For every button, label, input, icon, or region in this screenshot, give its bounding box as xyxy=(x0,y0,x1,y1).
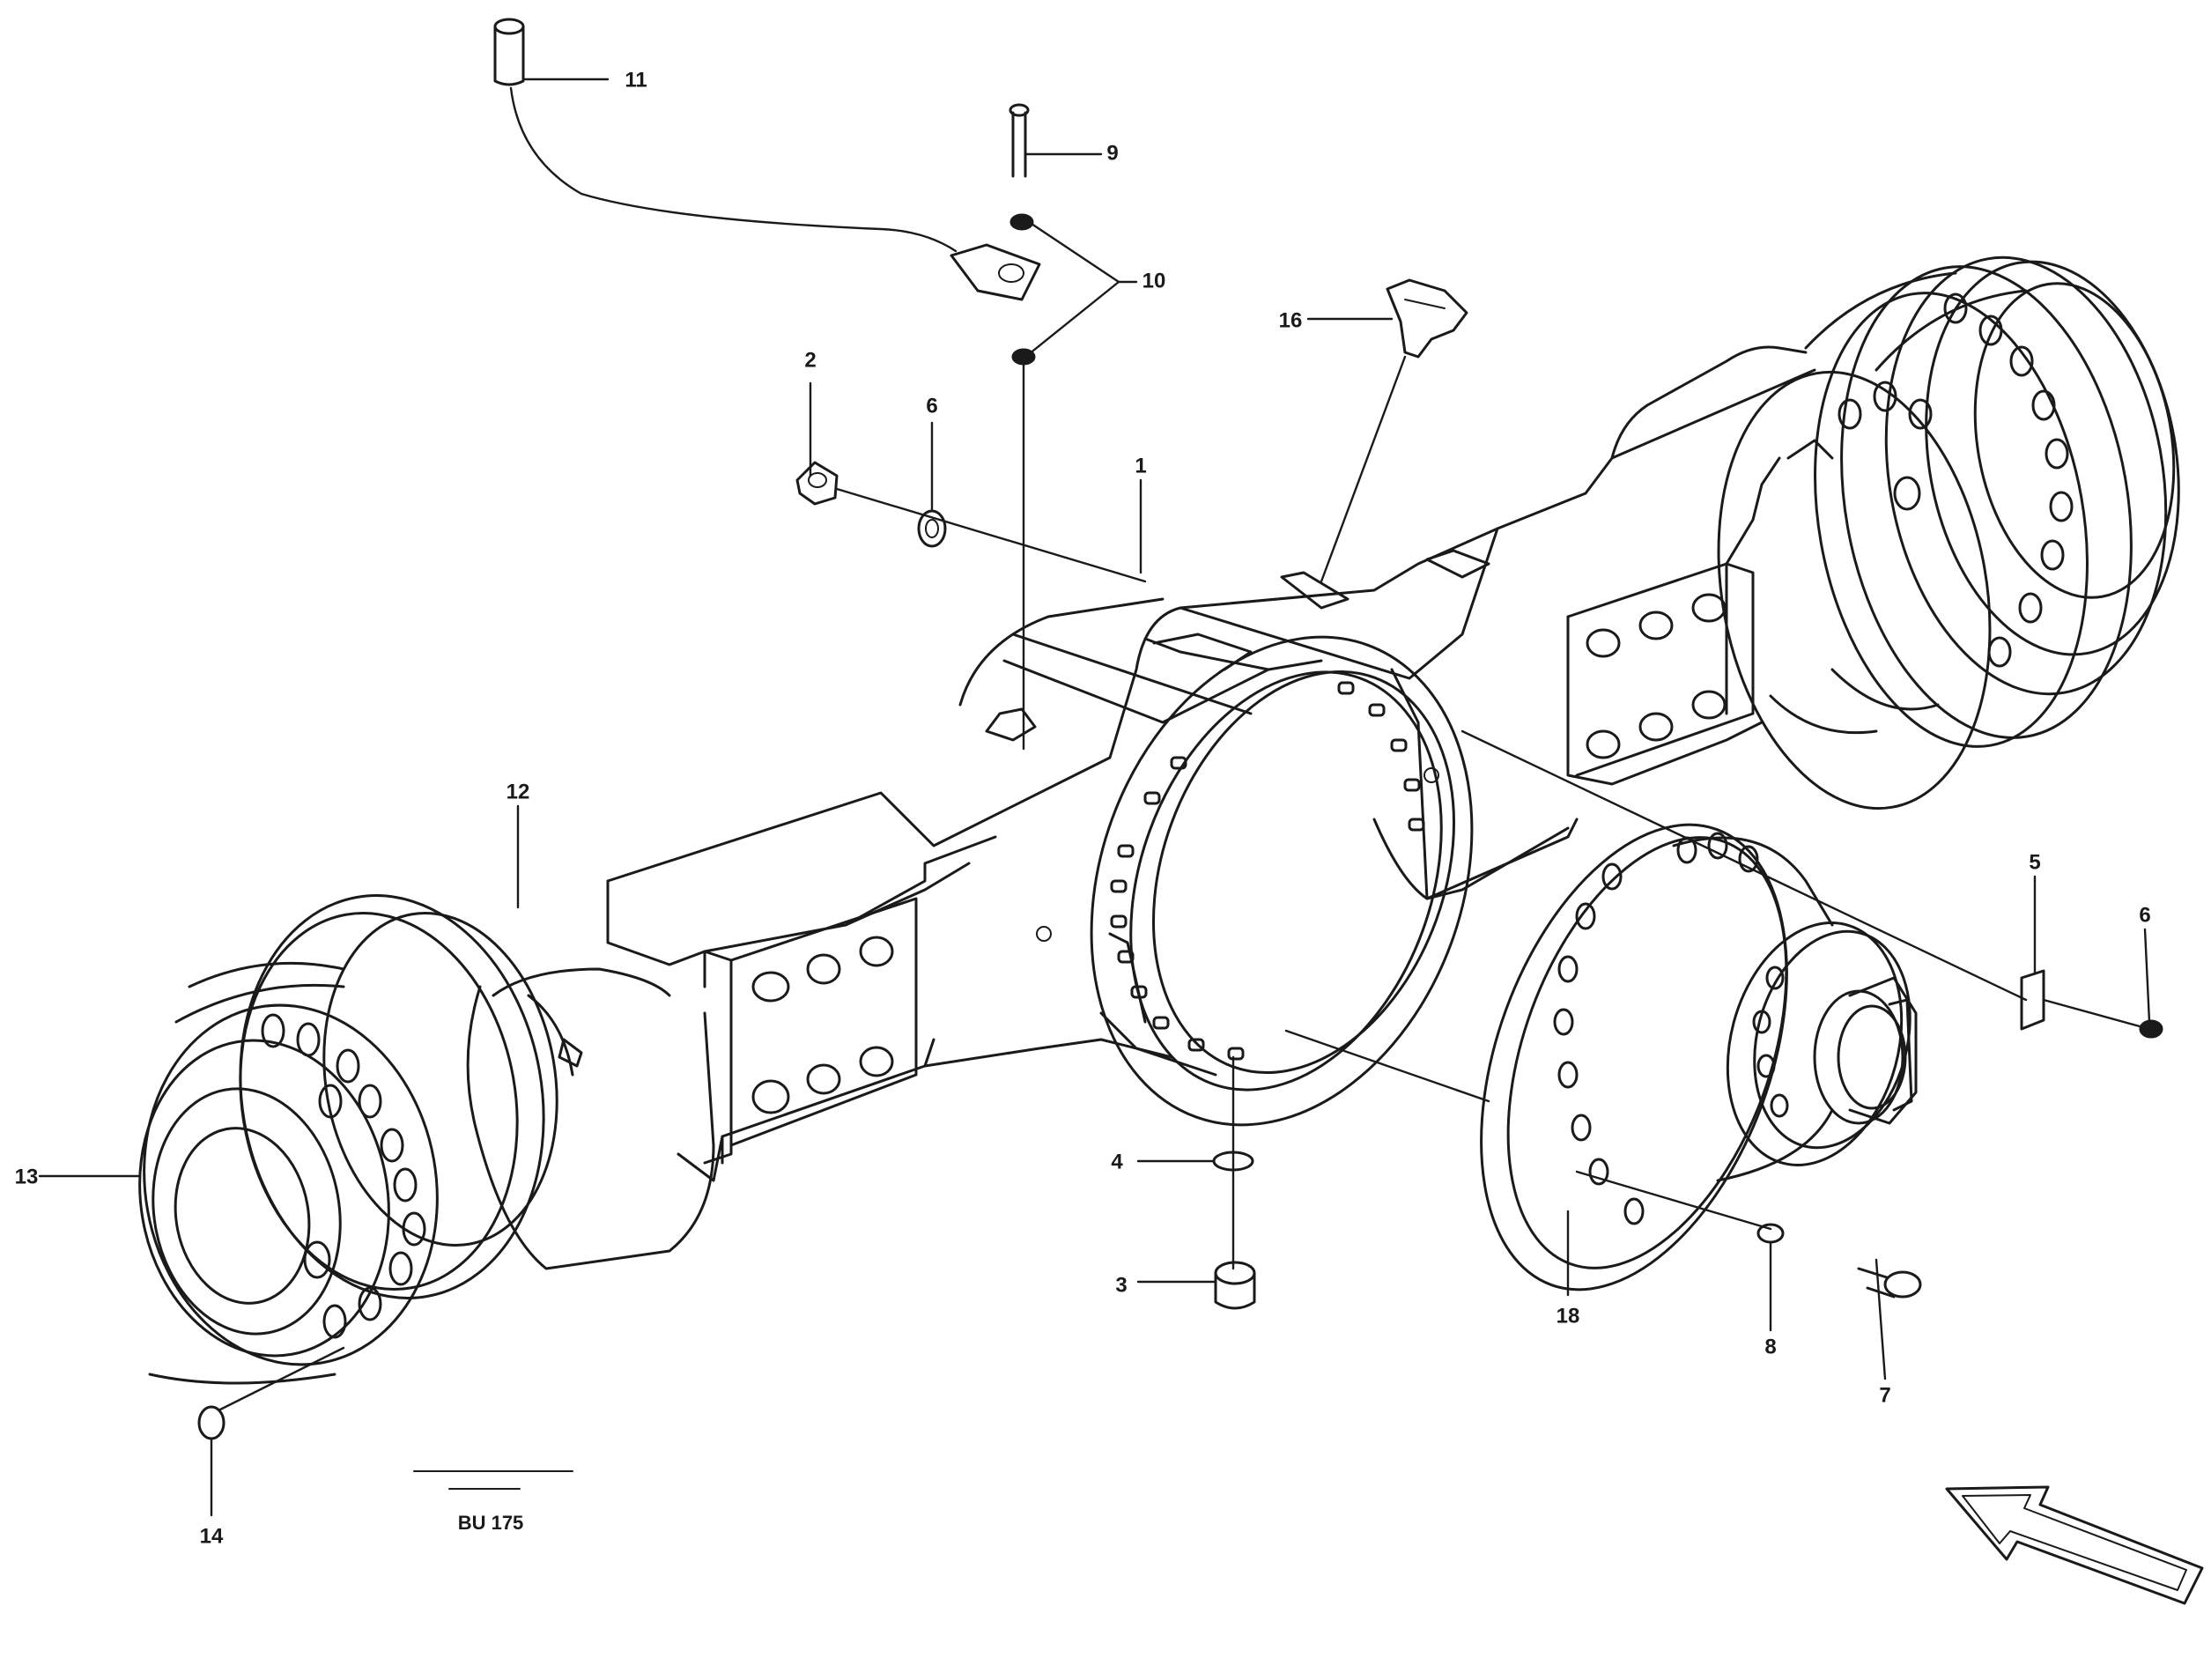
figure-caption: BU 175 xyxy=(413,1470,573,1534)
plate-part-5 xyxy=(2020,969,2045,1031)
right-wheel-hub xyxy=(1610,255,2180,810)
plug-part-14 xyxy=(197,1405,226,1440)
leader-lines xyxy=(38,78,2151,1517)
bolt-part-9 xyxy=(1009,103,1030,178)
callout-18: 18 xyxy=(1557,1304,1580,1328)
differential-bolts xyxy=(1553,832,1789,1225)
bracket-plate-part xyxy=(950,243,1041,301)
plug-part-3 xyxy=(1214,1261,1256,1310)
small-parts xyxy=(197,18,2163,1440)
figure-code: BU 175 xyxy=(458,1512,524,1534)
callout-8: 8 xyxy=(1764,1335,1776,1358)
washer-part-upper xyxy=(1009,213,1034,231)
callout-4: 4 xyxy=(1111,1150,1123,1173)
callout-14: 14 xyxy=(200,1524,224,1548)
breather-part xyxy=(493,18,525,86)
differential-assembly xyxy=(1480,823,1918,1291)
callout-9: 9 xyxy=(1106,141,1118,165)
right-hub-bolts xyxy=(1838,292,2074,668)
callout-7: 7 xyxy=(1879,1383,1890,1407)
callout-5: 5 xyxy=(2029,850,2040,874)
left-hub-bolts xyxy=(261,1013,426,1339)
callout-10: 10 xyxy=(1142,269,1166,292)
callout-2: 2 xyxy=(804,348,816,372)
direction-arrow-inner xyxy=(1962,1494,2187,1591)
nut-part-6 xyxy=(2139,1019,2163,1039)
axle-housing xyxy=(606,368,1816,1182)
direction-arrow-icon xyxy=(1945,1485,2204,1605)
seal-ring-part-6 xyxy=(917,509,947,548)
plug-part-7 xyxy=(1857,1267,1922,1299)
callout-3: 3 xyxy=(1115,1273,1127,1297)
callout-1: 1 xyxy=(1135,454,1146,477)
callout-12: 12 xyxy=(507,780,530,803)
plug-part-2 xyxy=(795,461,839,506)
callout-13: 13 xyxy=(15,1165,39,1188)
callout-16: 16 xyxy=(1279,308,1303,332)
callout-labels: 1 2 3 4 5 6 6 7 8 9 10 11 12 13 14 16 18 xyxy=(15,68,2151,1548)
bracket-part-16 xyxy=(1386,278,1468,359)
callout-11: 11 xyxy=(625,68,647,92)
flange-bolt-holes xyxy=(1110,681,1425,1061)
callout-6-right: 6 xyxy=(2139,903,2150,927)
callout-6-upper: 6 xyxy=(926,394,937,418)
left-wheel-hub xyxy=(138,894,715,1385)
